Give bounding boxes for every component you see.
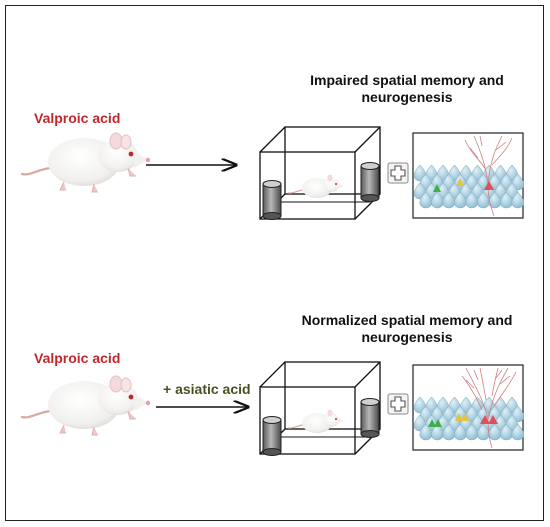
outcome-title-top-line1: Impaired spatial memory and xyxy=(310,72,504,88)
drug-label-bottom: Valproic acid xyxy=(34,350,121,366)
neurogenesis-panel-bottom xyxy=(412,364,525,451)
cylinder-left-bottom xyxy=(262,416,282,456)
neuron-red-bottom-1 xyxy=(480,415,490,424)
neuron-red-top xyxy=(484,181,494,190)
neuron-green-bottom-1 xyxy=(428,419,436,427)
outcome-title-bottom-line2: neurogenesis xyxy=(361,329,453,345)
cylinder-right-bottom xyxy=(360,398,380,438)
dendrites-bottom xyxy=(461,367,517,449)
outcome-title-top: Impaired spatial memory and neurogenesis xyxy=(262,72,550,106)
outcome-title-bottom-line1: Normalized spatial memory and xyxy=(301,312,513,328)
neuron-yellow-bottom-2 xyxy=(461,413,469,421)
rat-icon-bottom xyxy=(20,374,152,437)
plus-icon-top xyxy=(387,162,409,184)
outcome-title-bottom: Normalized spatial memory and neurogenes… xyxy=(262,312,550,346)
plus-icon-bottom xyxy=(387,393,409,415)
neuron-yellow-top xyxy=(456,178,464,186)
neuron-yellow-bottom-1 xyxy=(455,413,463,421)
cell-layer-bottom xyxy=(413,396,525,441)
neuron-green-bottom-2 xyxy=(434,419,442,427)
drug-label-top: Valproic acid xyxy=(34,110,121,126)
dendrites-top xyxy=(464,135,513,217)
treatment-label: + asiatic acid xyxy=(163,381,251,397)
rat-icon-top xyxy=(20,131,152,194)
cylinder-right-top xyxy=(360,162,380,202)
cylinder-left-top xyxy=(262,180,282,220)
neuron-green-top xyxy=(433,184,441,192)
neuron-red-bottom-2 xyxy=(488,415,498,424)
neurogenesis-panel-top xyxy=(412,132,525,219)
cell-layer-top xyxy=(413,164,525,209)
outcome-title-top-line2: neurogenesis xyxy=(361,89,453,105)
